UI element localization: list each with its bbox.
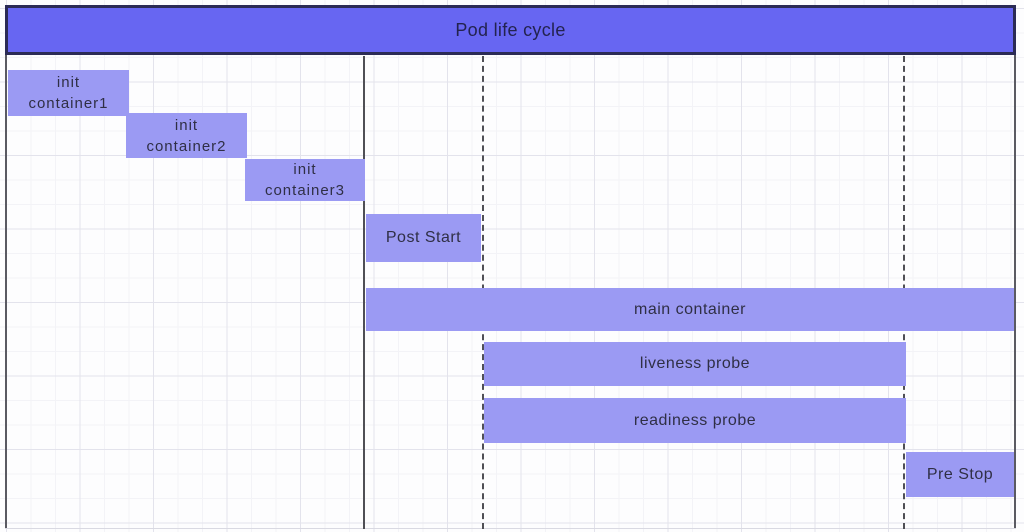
bar-init-container2: init container2 [126,113,247,158]
right-frame-line [1014,55,1016,529]
bar-main-container: main container [366,288,1014,331]
title-bar: Pod life cycle [5,5,1016,55]
bar-init-container3: init container3 [245,159,365,201]
bottom-frame-line [5,528,1016,529]
bar-liveness-probe: liveness probe [484,342,906,386]
main-start-guide-line [363,56,365,529]
bar-readiness-probe: readiness probe [484,398,906,443]
bar-init-container1: init container1 [8,70,129,116]
left-frame-line [5,55,7,529]
bar-pre-stop: Pre Stop [906,452,1014,497]
diagram-title: Pod life cycle [455,19,566,40]
bar-post-start: Post Start [366,214,481,262]
